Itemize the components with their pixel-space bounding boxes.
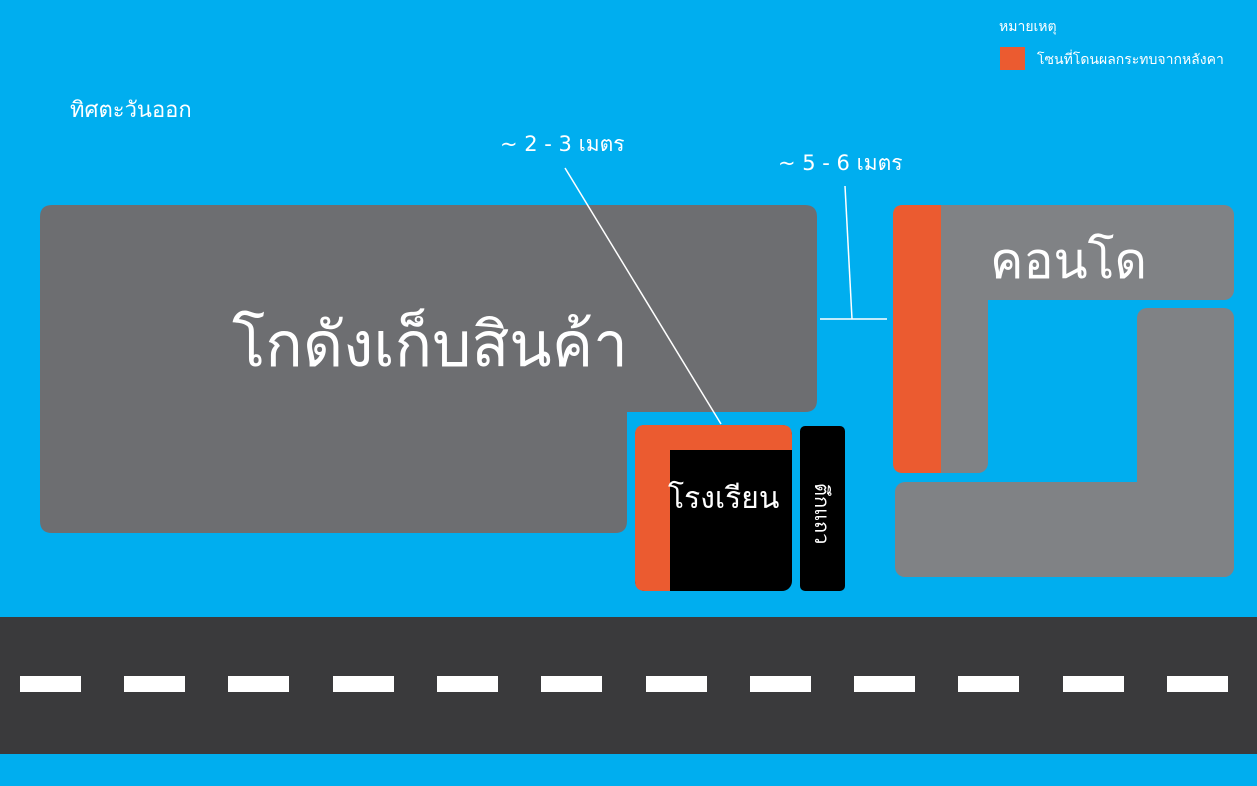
legend-title: หมายเหตุ xyxy=(999,19,1057,35)
direction-label: ทิศตะวันออก xyxy=(70,98,192,123)
legend-label-affected-zone: โซนที่โดนผลกระทบจากหลังคา xyxy=(1037,52,1224,68)
legend-swatch-affected-zone xyxy=(1000,47,1025,70)
shophouse-building xyxy=(800,426,845,591)
condo-label: คอนโด xyxy=(990,232,1147,290)
road-lane-markings xyxy=(20,676,1228,692)
warehouse-building xyxy=(40,205,817,533)
school-building xyxy=(635,425,792,591)
condo-bottom-wing xyxy=(895,482,1234,577)
road xyxy=(0,617,1257,754)
shophouse-label: ตึกแถว xyxy=(810,483,834,545)
school-label: โรงเรียน xyxy=(668,481,780,516)
school-affected-zone-top xyxy=(635,425,792,450)
distance-line-condo xyxy=(844,185,853,320)
distance-label-condo: ~ 5 - 6 เมตร xyxy=(778,151,903,175)
school-affected-zone-left xyxy=(635,425,670,591)
distance-line-school xyxy=(564,167,722,425)
warehouse-label: โกดังเก็บสินค้า xyxy=(232,308,628,381)
condo-affected-zone xyxy=(893,205,941,473)
distance-label-school: ~ 2 - 3 เมตร xyxy=(500,132,625,156)
